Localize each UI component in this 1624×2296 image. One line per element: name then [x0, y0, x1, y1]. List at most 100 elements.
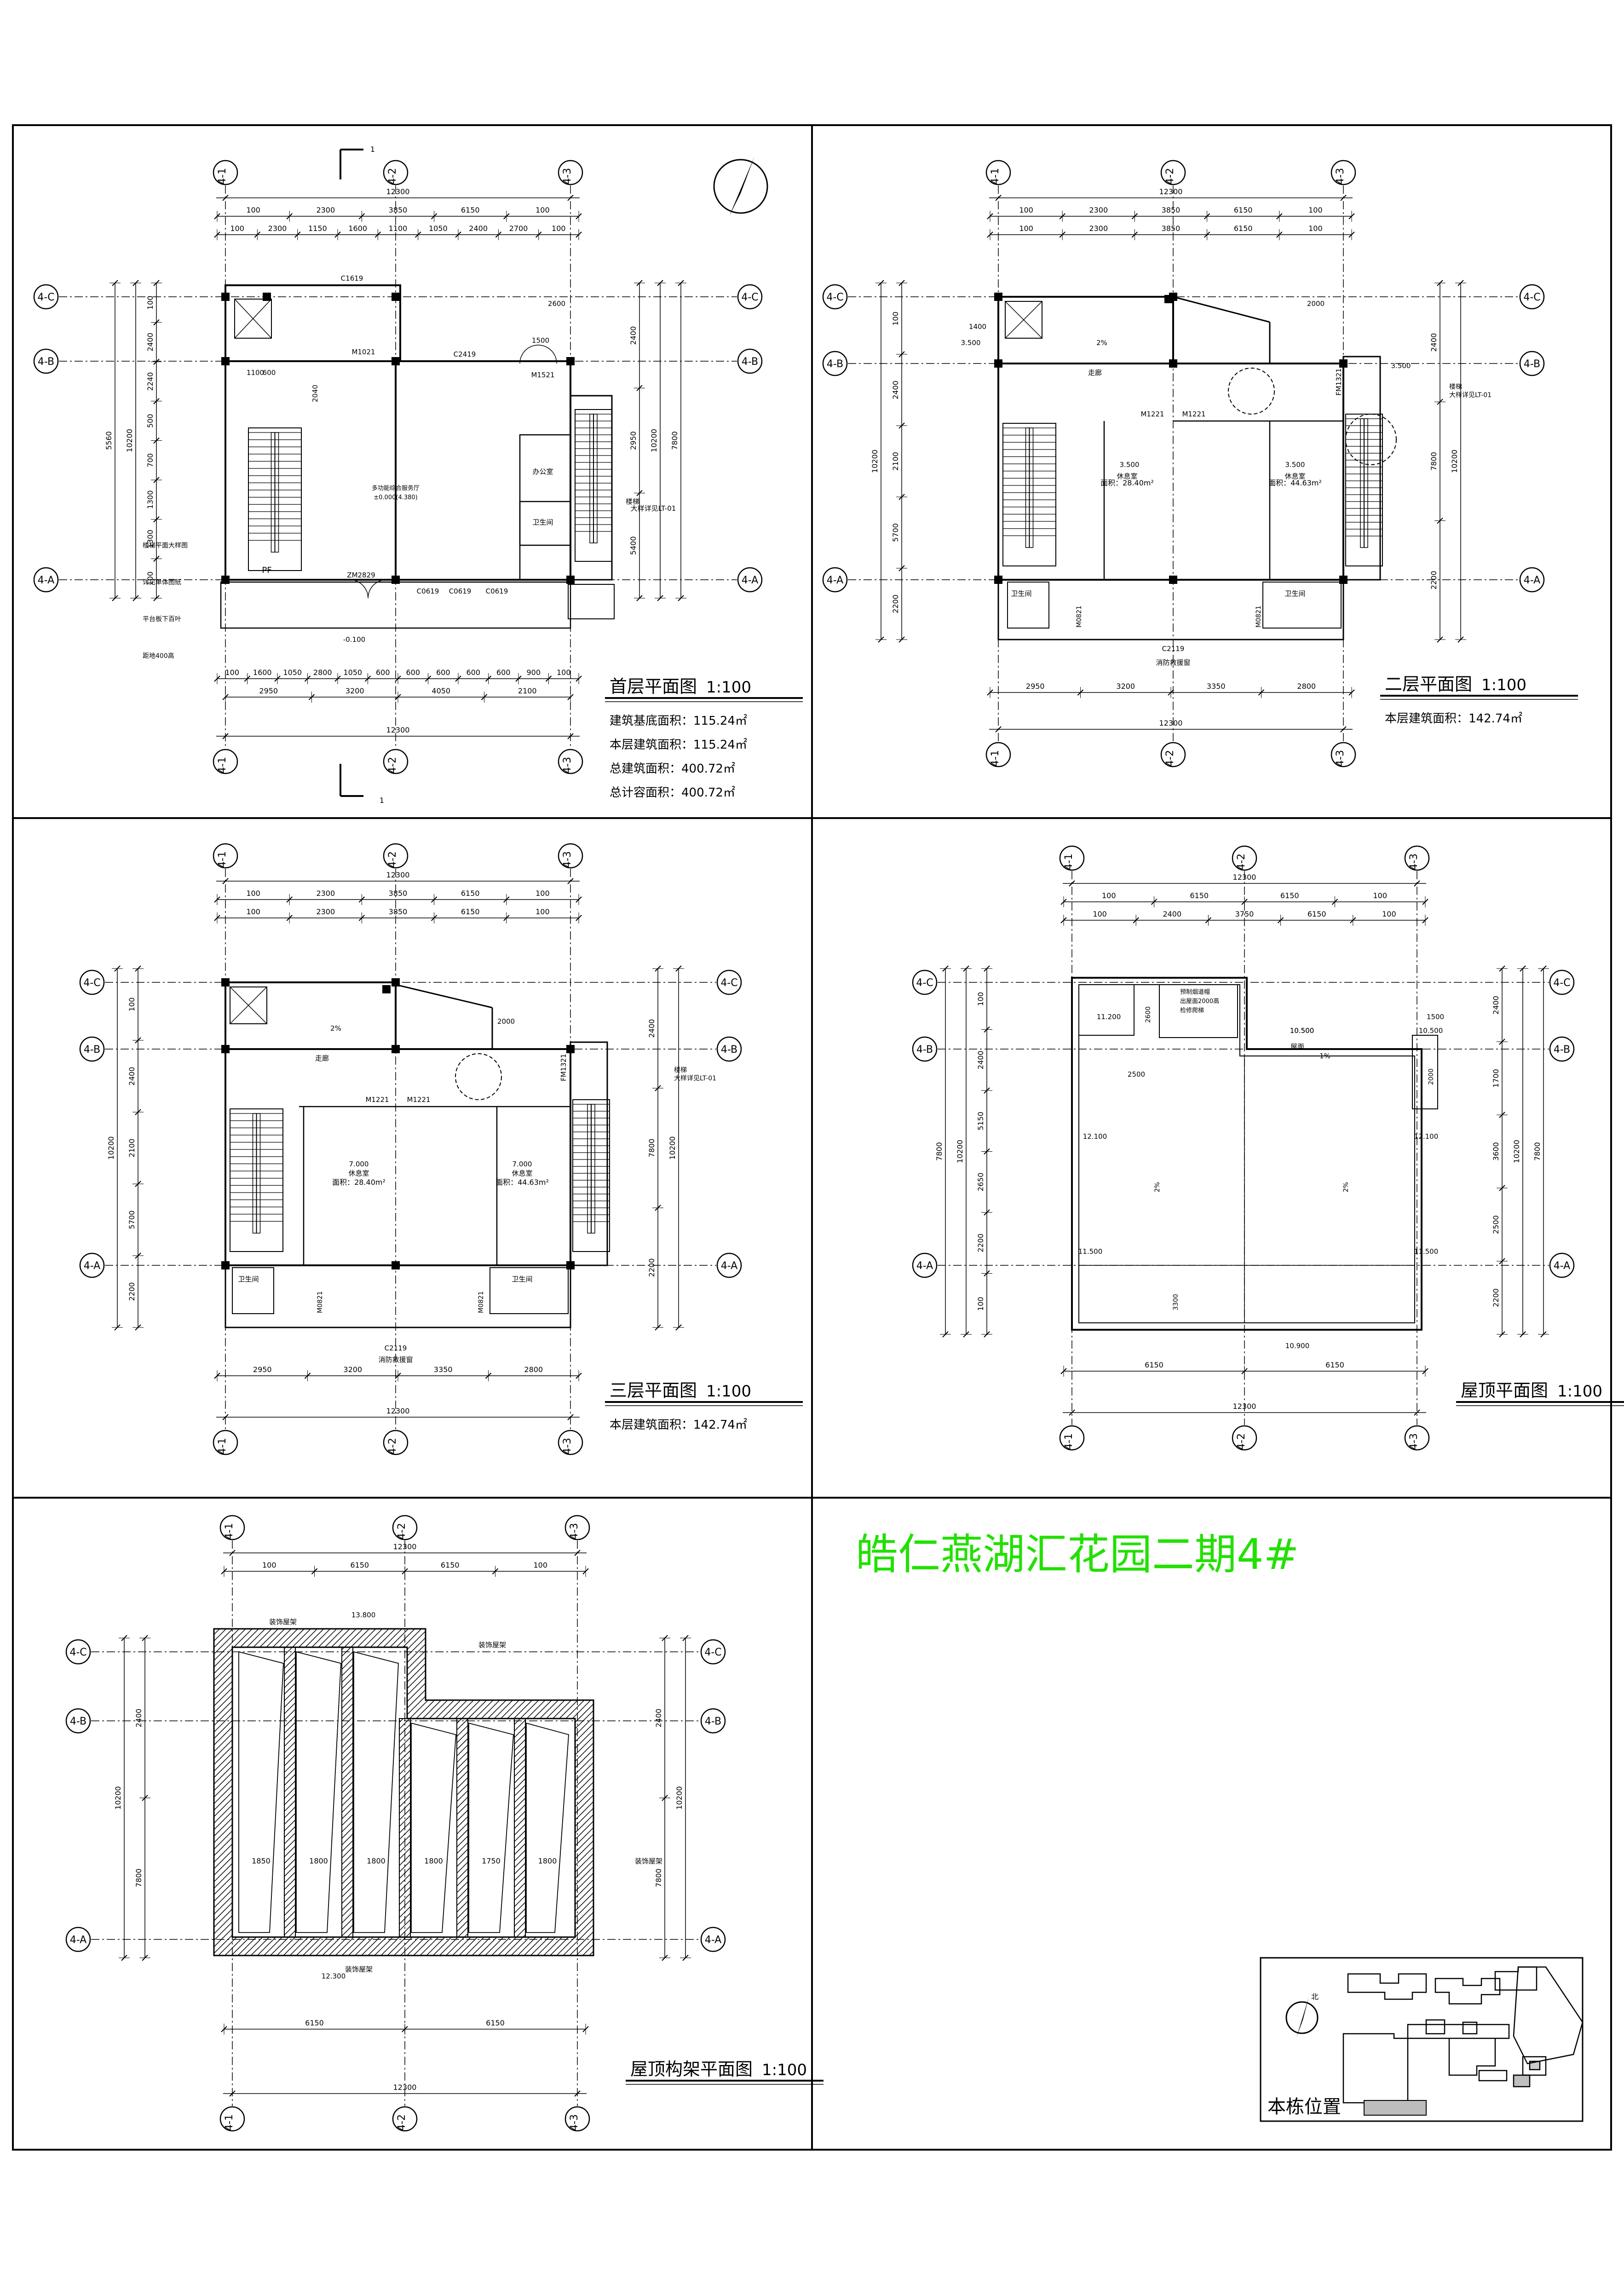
- dimension-text: 2240: [146, 372, 155, 391]
- column: [392, 357, 400, 365]
- dimension-text: 100: [246, 889, 260, 898]
- plan-note: 预制烟道帽: [1180, 988, 1210, 996]
- grid-label: 4-3: [562, 1438, 573, 1454]
- dimension-text: 3750: [1235, 910, 1254, 918]
- dimension-text: 100: [536, 907, 550, 916]
- dimension-text: 6150: [1145, 1361, 1163, 1369]
- grid-label: 4-C: [69, 1647, 86, 1658]
- dimension-text: 2400: [134, 1708, 143, 1727]
- plan-label: 12.100: [1083, 1132, 1107, 1141]
- grid-label: 4-1: [1063, 1433, 1075, 1450]
- dimension-text: 6150: [461, 907, 480, 916]
- dimension-text: 1700: [1492, 1069, 1500, 1088]
- grid-label: 4-B: [705, 1716, 721, 1727]
- dimension-text: 7800: [1429, 452, 1438, 471]
- grid-bubble: [65, 1708, 91, 1734]
- dimension-text: 5700: [891, 523, 900, 542]
- grid-label: 4-A: [84, 1260, 101, 1272]
- grid-bubble: [1160, 160, 1186, 185]
- dimension-text: 3200: [346, 686, 364, 695]
- grid-label: 4-A: [70, 1934, 87, 1946]
- grid-bubble: [716, 1036, 742, 1062]
- grid-bubble: [392, 1515, 418, 1540]
- grid-bubble: [1232, 1425, 1257, 1451]
- grid-label: 4-C: [1553, 977, 1570, 989]
- plan-label: 3.500: [1285, 461, 1305, 469]
- plan-title: 首层平面图: [610, 676, 697, 697]
- north-arrow-icon: 北: [1285, 1992, 1319, 2037]
- area-stat: 本层建筑面积：142.74㎡: [610, 1418, 747, 1432]
- plan-label: 卫生间: [1011, 589, 1031, 598]
- dimension-text: 600: [496, 668, 511, 677]
- plan-label: 办公室: [532, 467, 553, 476]
- grid-bubble: [65, 1639, 91, 1665]
- plan-label: FM1321: [559, 1054, 568, 1081]
- dimension-text: 2800: [524, 1365, 543, 1374]
- plan-label: 面积：44.63m²: [1268, 479, 1322, 487]
- dimension-text: 4050: [432, 686, 450, 695]
- dimension-text: 7800: [670, 431, 679, 450]
- plan-label: 卫生间: [532, 518, 553, 526]
- dimension-text: 10200: [114, 1786, 122, 1810]
- dimension-text: 10200: [956, 1140, 964, 1163]
- plan-label: C0619: [417, 587, 439, 595]
- dimension-text: 600: [466, 668, 480, 677]
- grid-bubble: [558, 160, 583, 185]
- dimension-text: 2500: [1492, 1215, 1500, 1234]
- plan-label: PF: [262, 565, 271, 575]
- dimension-text: 6150: [486, 2019, 505, 2027]
- plan-label: M0821: [1076, 606, 1083, 628]
- grid-label: 4-2: [1236, 854, 1247, 870]
- area-stat: 总建筑面积：400.72㎡: [610, 762, 735, 776]
- column: [221, 978, 230, 986]
- dimension-text: 3350: [434, 1365, 453, 1374]
- plan-label: 3300: [1172, 1294, 1180, 1310]
- plan-label: 2600: [548, 300, 565, 308]
- grid-bubble: [213, 843, 238, 869]
- section-mark: 1: [380, 796, 384, 805]
- plan-scale: 1:100: [762, 2061, 807, 2079]
- grid-label: 4-C: [37, 292, 54, 303]
- grid-bubble: [383, 749, 409, 774]
- plan-title: 屋顶平面图: [1461, 1380, 1548, 1401]
- plan-label: 2%: [1096, 339, 1107, 347]
- column: [221, 293, 230, 301]
- grid-label: 4-3: [1408, 1433, 1420, 1450]
- grid-label: 4-1: [990, 750, 1001, 767]
- dimension-text: 3200: [343, 1365, 362, 1374]
- grid-bubble: [392, 2106, 418, 2132]
- dimension-text: 2300: [1089, 206, 1108, 214]
- plan-label: 装饰屋架: [345, 1965, 373, 1973]
- plan-label: M0821: [1255, 606, 1262, 628]
- dimension-text: 6150: [350, 1561, 369, 1569]
- grid-label: 4-B: [916, 1044, 933, 1056]
- grid-bubble: [213, 1430, 238, 1455]
- dimension-text: 2200: [1492, 1288, 1500, 1307]
- grid-bubble: [912, 1252, 938, 1278]
- plan-label: 3.500: [961, 339, 981, 347]
- dimension-text: 1750: [482, 1857, 501, 1865]
- dimension-text: 5700: [127, 1211, 136, 1229]
- plan-label: 2500: [1128, 1070, 1145, 1079]
- grid-bubble: [33, 567, 59, 593]
- dimension-text: 2200: [891, 594, 900, 613]
- plan-label: C2119: [385, 1344, 407, 1352]
- plan-note: 楼梯: [674, 1067, 687, 1074]
- column: [566, 1045, 575, 1053]
- plan-label: 1500: [1427, 1013, 1444, 1021]
- grid-label: 4-B: [38, 356, 54, 368]
- dimension-text: 100: [1308, 224, 1323, 233]
- grid-bubble: [985, 160, 1011, 185]
- grid-bubble: [1330, 742, 1356, 767]
- plan-label: 休息室: [1117, 472, 1137, 480]
- dimension-text: 2400: [647, 1019, 656, 1038]
- column: [994, 576, 1002, 584]
- column: [392, 576, 400, 584]
- dimension-text: 10200: [675, 1786, 684, 1810]
- plan-label: 13.800: [351, 1611, 376, 1619]
- plan-label: 装饰屋架: [269, 1618, 297, 1626]
- grid-label: 4-1: [224, 1523, 235, 1540]
- column: [566, 1261, 575, 1269]
